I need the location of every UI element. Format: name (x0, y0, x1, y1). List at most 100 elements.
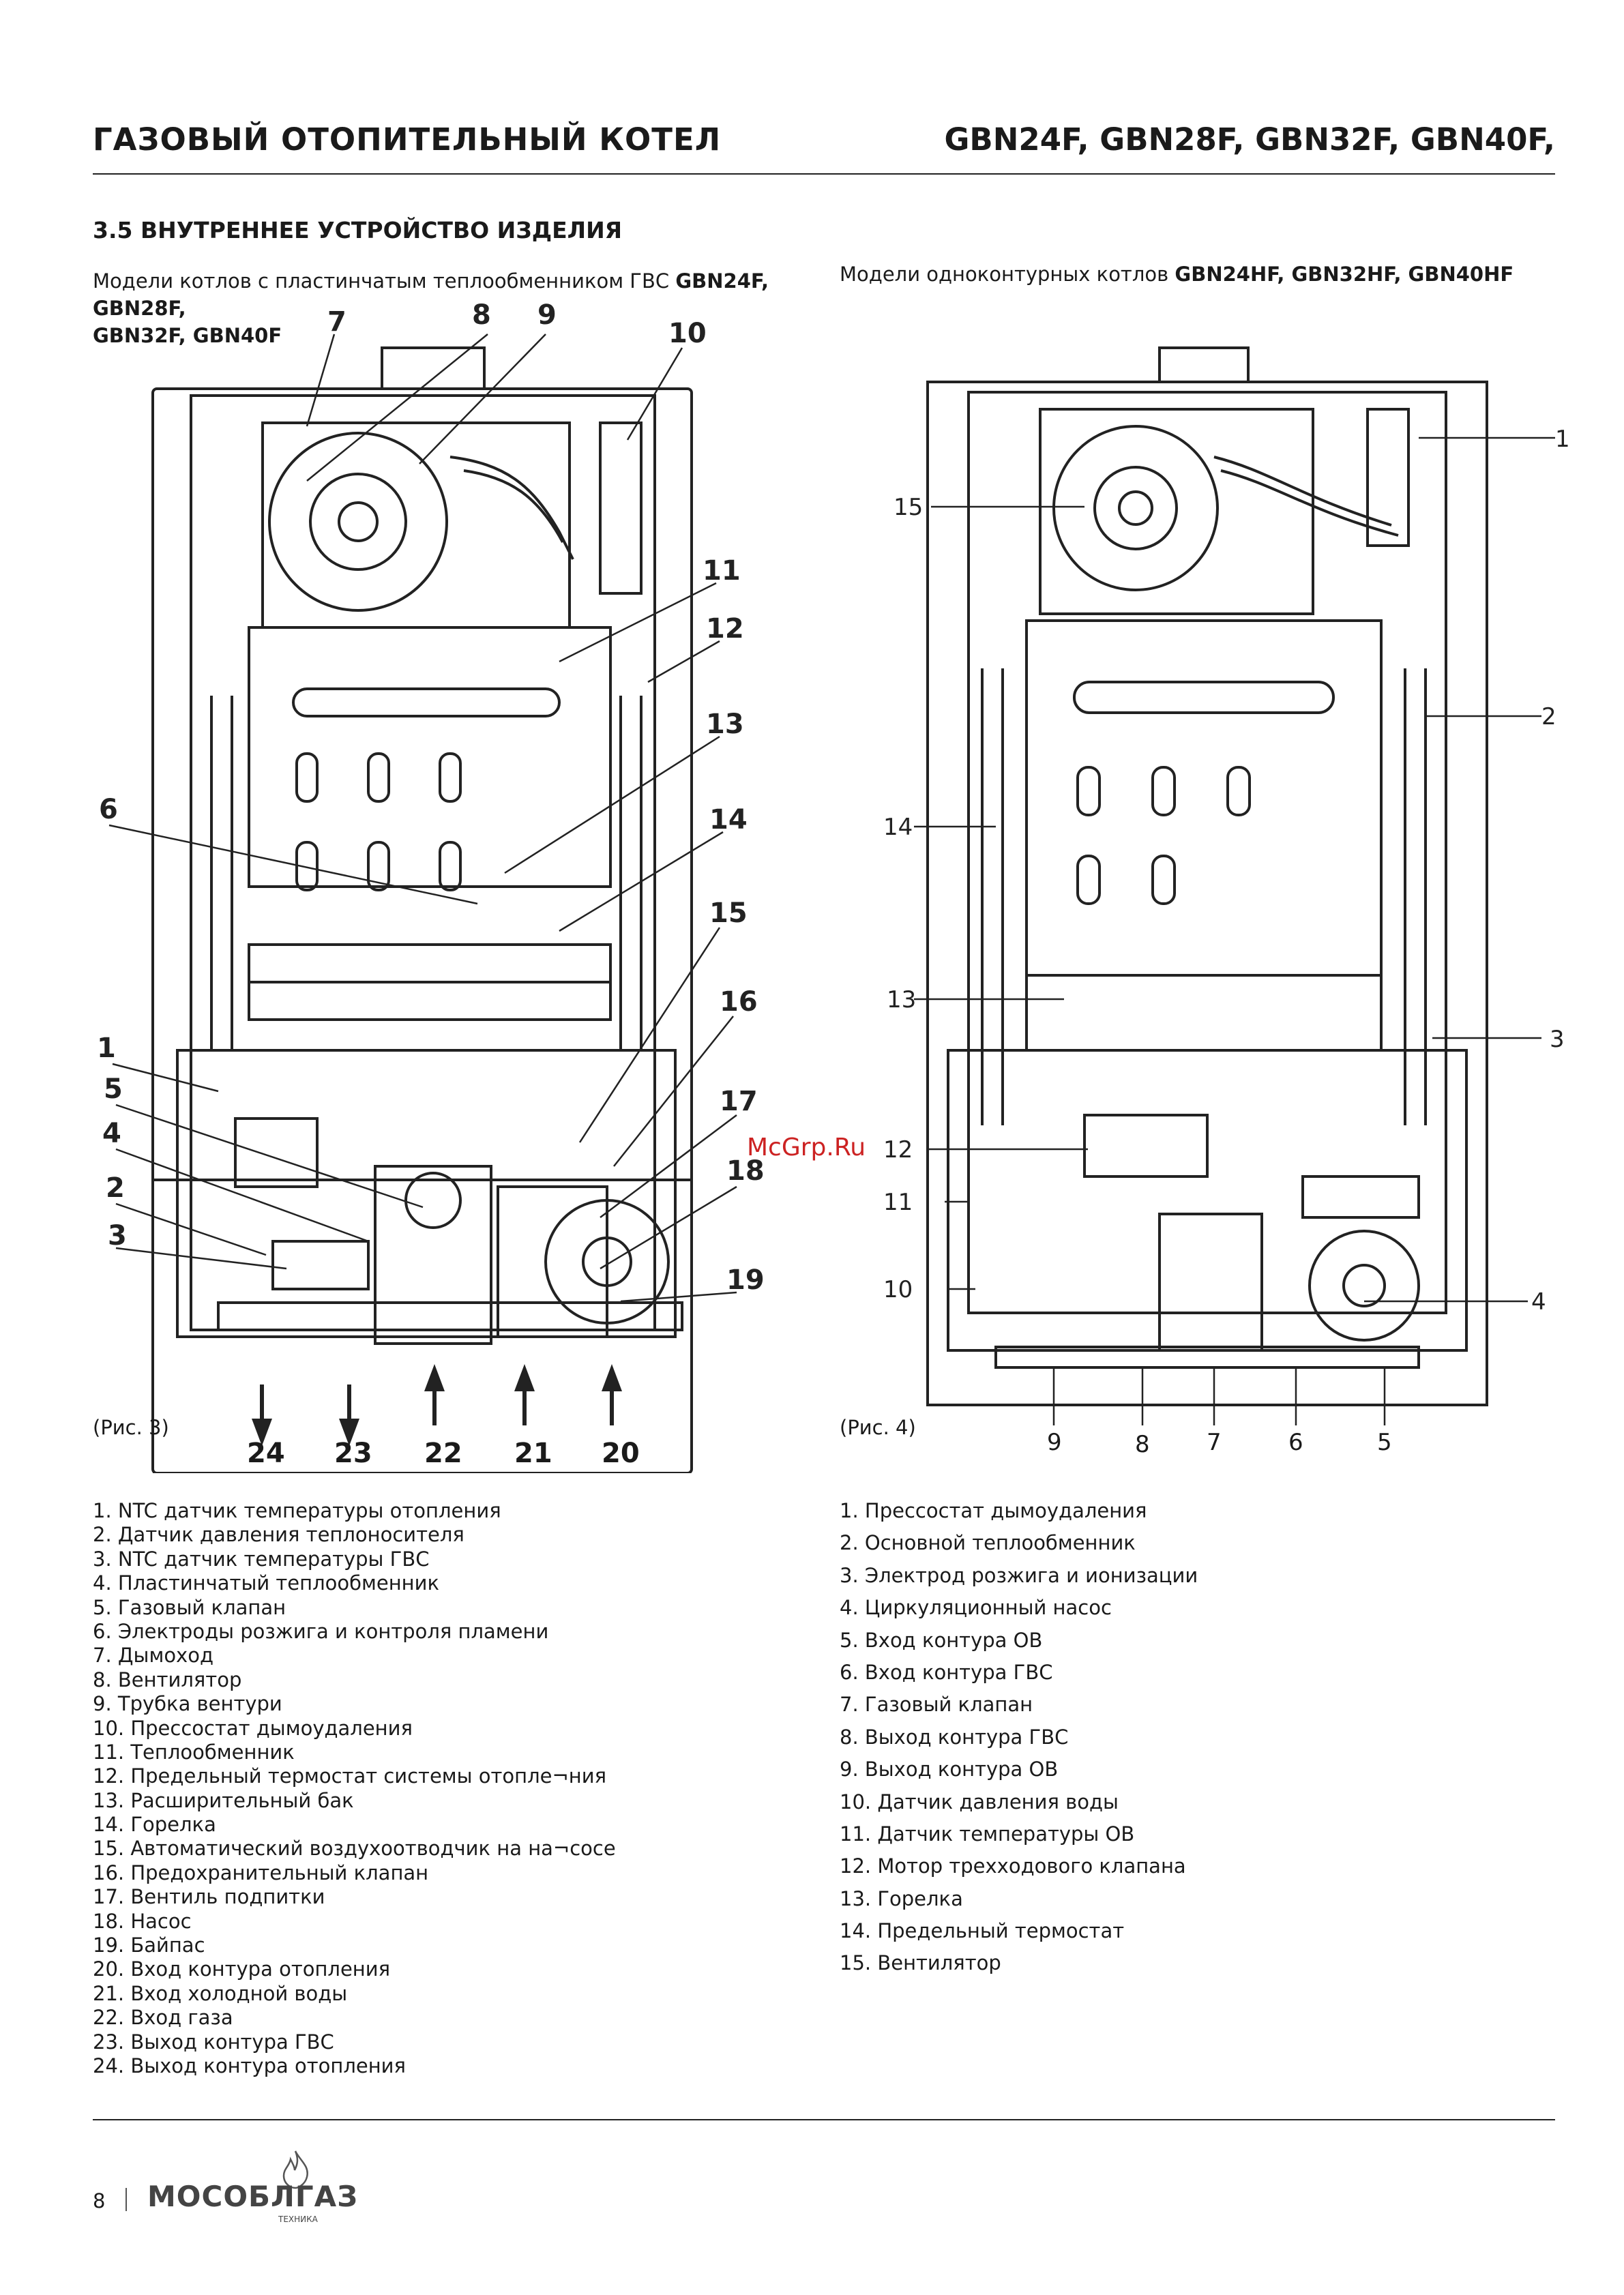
left-legend-item: 13. Расширительный бак (93, 1788, 354, 1812)
footer-separator (126, 2188, 127, 2211)
callout-r1: 1 (1555, 426, 1570, 453)
watermark: McGrp.Ru (747, 1134, 866, 1161)
left-legend-item: 9. Трубка вентури (93, 1692, 282, 1716)
callout-17: 17 (720, 1086, 758, 1117)
callout-2: 2 (106, 1172, 125, 1204)
fig3-label-24: 24 (247, 1438, 285, 1469)
fig3-label-23: 23 (334, 1438, 372, 1469)
left-legend-item: 6. Электроды розжига и контроля пламени (93, 1619, 549, 1643)
callout-19: 19 (726, 1264, 765, 1296)
page-number: 8 (93, 2189, 106, 2212)
left-legend-item: 11. Теплообменник (93, 1740, 295, 1764)
left-legend-item: 15. Автоматический воздухоотводчик на на… (93, 1837, 616, 1861)
left-desc-models-2: GBN32F, GBN40F (93, 324, 282, 347)
right-legend-item: 10. Датчик давления воды (840, 1790, 1119, 1813)
fig4-callouts: 1 2 3 4 10 11 12 13 14 15 (883, 426, 1570, 1316)
right-desc-text: Модели одноконтурных котлов (840, 263, 1175, 286)
fig4-caption: (Рис. 4) (840, 1416, 916, 1439)
callout-10: 10 (668, 318, 707, 349)
fig3-arrows (252, 1364, 622, 1446)
fig3-label-20: 20 (602, 1438, 640, 1469)
right-legend-item: 6. Вход контура ГВС (840, 1660, 1053, 1684)
brand-logo: МОСОБЛГАЗ (147, 2180, 359, 2213)
right-legend-item: 9. Выход контура ОВ (840, 1758, 1059, 1781)
header-models: GBN24F, GBN28F, GBN32F, GBN40F, (944, 121, 1556, 158)
left-legend: 1. NTC датчик температуры отопления 2. Д… (93, 1499, 616, 2078)
callout-5: 5 (104, 1074, 123, 1105)
fig4-label-5: 5 (1377, 1429, 1392, 1456)
callout-r3: 3 (1550, 1026, 1565, 1053)
fig3-label-21: 21 (514, 1438, 552, 1469)
boiler-diagram-fig3: 1 5 4 2 3 6 7 8 9 10 11 12 13 14 15 16 1… (97, 300, 765, 1473)
right-legend-item: 1. Прессостат дымоудаления (840, 1499, 1147, 1522)
right-legend-item: 12. Мотор трехходового клапана (840, 1854, 1186, 1878)
right-legend-item: 5. Вход контура ОВ (840, 1628, 1043, 1652)
left-legend-item: 23. Выход контура ГВС (93, 2030, 334, 2054)
left-legend-item: 10. Прессостат дымоудаления (93, 1716, 413, 1740)
callout-r14: 14 (883, 814, 913, 841)
left-legend-item: 14. Горелка (93, 1813, 216, 1837)
document-title: ГАЗОВЫЙ ОТОПИТЕЛЬНЫЙ КОТЕЛ (93, 121, 722, 158)
callout-1: 1 (97, 1033, 116, 1064)
left-legend-item: 22. Вход газа (93, 2006, 233, 2030)
callout-r13: 13 (887, 986, 916, 1013)
callout-4: 4 (102, 1118, 121, 1149)
right-legend-item: 11. Датчик температуры ОВ (840, 1822, 1135, 1846)
right-legend-item: 2. Основной теплообменник (840, 1531, 1136, 1555)
right-legend-item: 15. Вентилятор (840, 1951, 1001, 1975)
right-legend-item: 13. Горелка (840, 1886, 963, 1910)
callout-16: 16 (720, 986, 758, 1018)
callout-r2: 2 (1541, 703, 1556, 730)
boiler-diagram-fig4: 1 2 3 4 10 11 12 13 14 15 (883, 346, 1570, 1425)
fig4-label-8: 8 (1135, 1431, 1150, 1458)
callout-r12: 12 (883, 1136, 913, 1164)
fig4-label-7: 7 (1207, 1429, 1222, 1456)
callout-r15: 15 (894, 494, 923, 521)
callout-r4: 4 (1531, 1288, 1546, 1316)
fig3-label-22: 22 (424, 1438, 462, 1469)
callout-9: 9 (537, 300, 557, 331)
header-divider (93, 173, 1555, 175)
callout-8: 8 (472, 300, 491, 331)
left-description: Модели котлов с пластинчатым теплообменн… (93, 267, 829, 349)
left-legend-item: 8. Вентилятор (93, 1668, 242, 1691)
fig4-label-9: 9 (1047, 1429, 1062, 1456)
right-legend-item: 14. Предельный термостат (840, 1919, 1125, 1943)
fig3-callouts: 1 5 4 2 3 6 7 8 9 10 11 12 13 14 15 16 1… (97, 300, 765, 1296)
callout-6: 6 (99, 794, 118, 825)
right-legend: 1. Прессостат дымоудаления 2. Основной т… (840, 1495, 1198, 1980)
right-desc-models: GBN24HF, GBN32HF, GBN40HF (1175, 263, 1514, 286)
callout-12: 12 (706, 613, 744, 645)
right-legend-item: 7. Газовый клапан (840, 1693, 1033, 1717)
left-desc-models: GBN24F, GBN28F, (93, 269, 769, 320)
left-legend-item: 17. Вентиль подпитки (93, 1885, 325, 1909)
left-legend-item: 12. Предельный термостат системы отопле¬… (93, 1764, 607, 1788)
left-legend-item: 18. Насос (93, 1909, 192, 1933)
right-legend-item: 3. Электрод розжига и ионизации (840, 1563, 1198, 1587)
left-legend-item: 21. Вход холодной воды (93, 1981, 348, 2005)
left-legend-item: 19. Байпас (93, 1934, 205, 1957)
callout-r10: 10 (883, 1276, 913, 1303)
left-desc-text: Модели котлов с пластинчатым теплообменн… (93, 269, 676, 293)
right-legend-item: 8. Выход контура ГВС (840, 1725, 1069, 1749)
callout-3: 3 (108, 1220, 127, 1252)
right-description: Модели одноконтурных котлов GBN24HF, GBN… (840, 261, 1563, 288)
left-legend-item: 20. Вход контура отопления (93, 1957, 391, 1981)
callout-13: 13 (706, 709, 744, 740)
brand-logo-sub: ТЕХНИКА (278, 2215, 318, 2224)
left-legend-item: 2. Датчик давления теплоносителя (93, 1523, 464, 1547)
fig4-label-6: 6 (1288, 1429, 1303, 1456)
left-legend-item: 1. NTC датчик температуры отопления (93, 1499, 501, 1522)
right-legend-item: 4. Циркуляционный насос (840, 1596, 1112, 1620)
footer-divider (93, 2119, 1555, 2120)
section-title: 3.5 ВНУТРЕННЕЕ УСТРОЙСТВО ИЗДЕЛИЯ (93, 217, 623, 243)
flame-icon (282, 2150, 308, 2189)
callout-7: 7 (327, 306, 346, 338)
callout-11: 11 (703, 555, 741, 587)
left-legend-item: 7. Дымоход (93, 1644, 214, 1668)
fig3-caption: (Рис. 3) (93, 1416, 169, 1439)
callout-r11: 11 (883, 1189, 913, 1216)
left-legend-item: 3. NTC датчик температуры ГВС (93, 1547, 430, 1571)
left-legend-item: 16. Предохранительный клапан (93, 1861, 429, 1884)
callout-18: 18 (726, 1155, 765, 1187)
